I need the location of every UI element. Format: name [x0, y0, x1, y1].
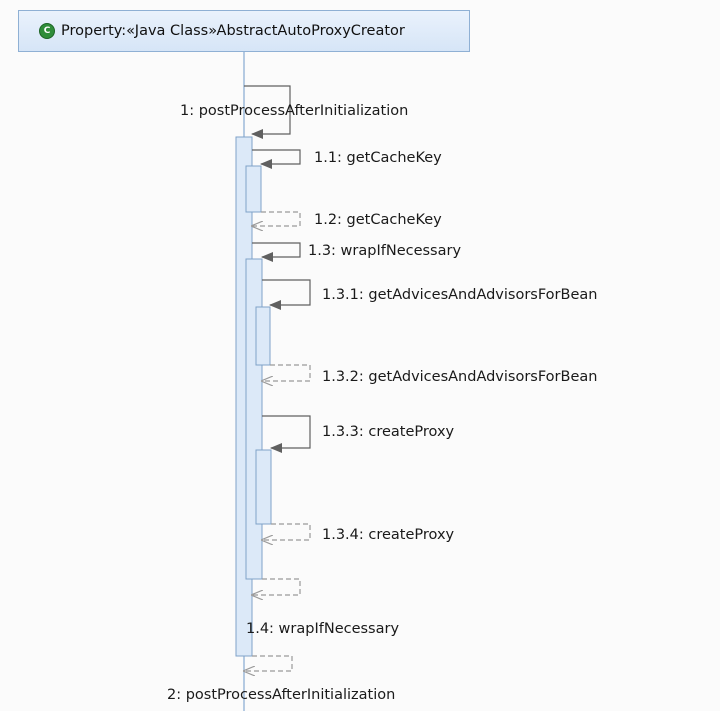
message-label-1-2: 1.2: getCacheKey: [314, 212, 442, 228]
message-arrow-1-1: [252, 149, 301, 169]
message-label-1-3: 1.3: wrapIfNecessary: [308, 243, 462, 259]
activation-bar-1-1: [245, 165, 262, 213]
message-arrow-1-3-4: [262, 523, 311, 540]
message-arrow-1-3: [252, 242, 301, 262]
class-icon: C: [39, 23, 55, 39]
message-arrow-1-4: [252, 578, 301, 595]
message-label-1-1: 1.1: getCacheKey: [314, 150, 442, 166]
message-arrow-1-3-1: [262, 279, 311, 310]
message-label-1-3-2: 1.3.2: getAdvicesAndAdvisorsForBean: [322, 369, 598, 385]
message-label-1-4: 1.4: wrapIfNecessary: [246, 621, 400, 637]
message-arrow-1-3-2: [262, 364, 311, 381]
message-label-1-3-1: 1.3.1: getAdvicesAndAdvisorsForBean: [322, 287, 598, 303]
message-label-1: 1: postProcessAfterInitialization: [180, 103, 409, 119]
message-arrow-1: [244, 85, 291, 139]
activation-bar-1-3-1: [255, 306, 271, 366]
message-label-1-3-4: 1.3.4: createProxy: [322, 527, 455, 543]
lifeline-title: Property:«Java Class»AbstractAutoProxyCr…: [61, 23, 405, 39]
message-arrow-1-3-3: [262, 415, 311, 453]
message-label-1-3-3: 1.3.3: createProxy: [322, 424, 455, 440]
message-arrow-1-2: [252, 211, 301, 226]
activation-bar-1-3-3: [255, 449, 272, 525]
message-arrow-2: [244, 655, 293, 671]
message-label-2: 2: postProcessAfterInitialization: [167, 687, 396, 703]
lifeline-head[interactable]: C Property:«Java Class»AbstractAutoProxy…: [18, 10, 470, 52]
